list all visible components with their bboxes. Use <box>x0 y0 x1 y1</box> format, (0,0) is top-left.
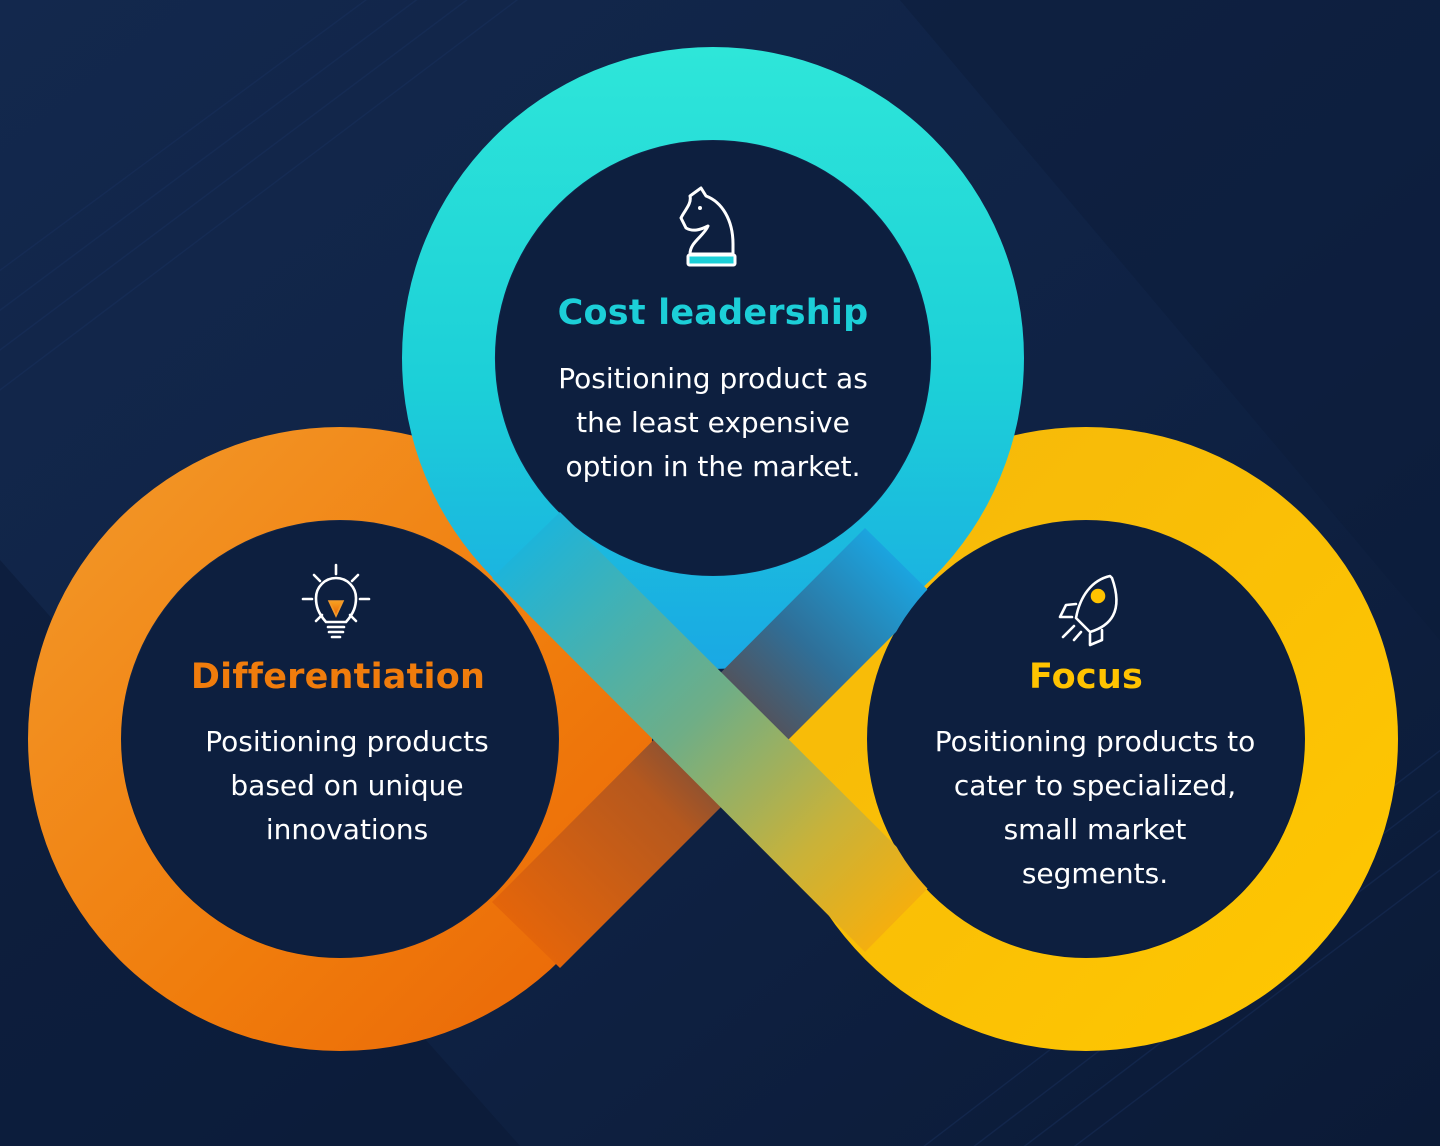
focus-line: cater to specialized, <box>953 769 1237 802</box>
focus-description: Positioning products to cater to special… <box>875 720 1315 896</box>
differentiation-description: Positioning products based on unique inn… <box>127 720 567 852</box>
differentiation-ring <box>28 427 652 1051</box>
cost-leadership-line: option in the market. <box>565 450 861 483</box>
cost-leadership-line: Positioning product as <box>558 362 868 395</box>
focus-disc <box>868 521 1304 957</box>
focus-line: segments. <box>1021 857 1169 890</box>
cost-leadership-description: Positioning product as the least expensi… <box>493 357 933 489</box>
differentiation-line: innovations <box>265 813 429 846</box>
cost-leadership-disc <box>496 141 930 575</box>
chess-knight-icon <box>679 186 737 267</box>
rocket-icon <box>1058 574 1118 647</box>
focus-title: Focus <box>1028 657 1144 697</box>
lightbulb-icon <box>301 563 371 639</box>
band-teal-to-yellow <box>492 512 933 952</box>
background-shade-right <box>900 0 1440 640</box>
focus-line: small market <box>1003 813 1187 846</box>
differentiation-disc <box>122 521 558 957</box>
differentiation-line: based on unique <box>230 769 464 802</box>
focus-loop <box>774 427 1398 1051</box>
cost-leadership-title: Cost leadership <box>557 293 869 333</box>
differentiation-title: Differentiation <box>190 657 486 697</box>
differentiation-line: Positioning products <box>205 725 489 758</box>
differentiation-loop <box>28 427 652 1051</box>
focus-ring <box>774 427 1398 1051</box>
cost-leadership-line: the least expensive <box>576 406 850 439</box>
cost-leadership-loop <box>402 47 1024 669</box>
focus-line: Positioning products to <box>934 725 1256 758</box>
cost-leadership-ring <box>402 47 1024 669</box>
